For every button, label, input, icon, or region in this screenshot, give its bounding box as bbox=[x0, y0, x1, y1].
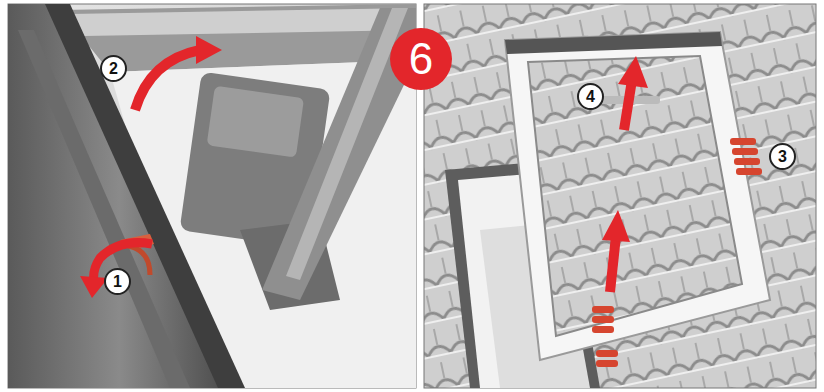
callout-number: 1 bbox=[104, 268, 131, 295]
left-panel bbox=[8, 4, 416, 388]
spring-marker bbox=[592, 138, 762, 367]
callout-number: 4 bbox=[577, 83, 604, 110]
callout-number: 6 bbox=[390, 28, 452, 90]
callout-number: 3 bbox=[769, 143, 796, 170]
right-panel bbox=[424, 4, 816, 388]
callout-number: 2 bbox=[100, 55, 127, 82]
